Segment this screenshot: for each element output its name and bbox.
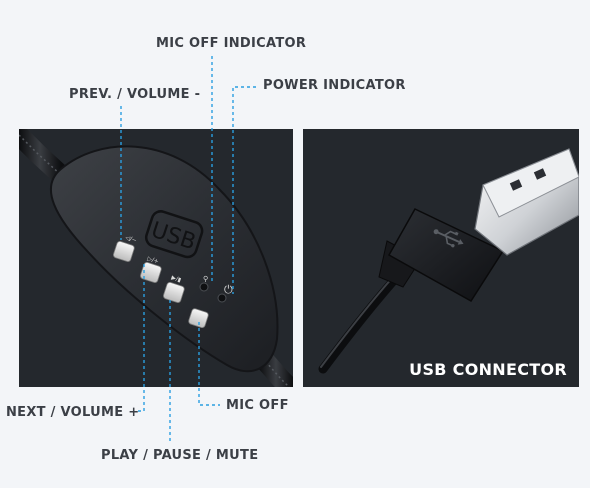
svg-text:▶/▮: ▶/▮ (170, 274, 182, 284)
next-volume-up-label: NEXT / VOLUME + (6, 405, 140, 420)
mic-icon: ⚲ (203, 275, 208, 283)
power-indicator-label: POWER INDICATOR (263, 78, 406, 93)
usb-shell-hole-1 (509, 179, 523, 191)
mic-off-indicator-label: MIC OFF INDICATOR (156, 36, 307, 51)
prev-volume-down-label: PREV. / VOLUME - (69, 87, 201, 102)
leader-next-volume-up (138, 264, 145, 412)
mic-off-indicator-led (199, 282, 209, 292)
prev-volume-down-button[interactable]: ◁/− (113, 234, 138, 262)
usb-cable (318, 274, 400, 374)
control-box-photo: USB ◁/− ▷/+ ▶/▮ ⚲ ⏻ (19, 129, 293, 387)
usb-shell-hole-2 (533, 168, 547, 180)
next-volume-up-button[interactable]: ▷/+ (140, 255, 162, 283)
usb-plug-illustration (318, 148, 579, 374)
power-icon: ⏻ (224, 283, 233, 296)
usb-plug-housing (387, 208, 505, 303)
leader-mic-off (198, 322, 220, 406)
usb-symbol-icon (433, 229, 464, 248)
leader-power-indicator (232, 86, 256, 294)
usb-connector-photo: USB CONNECTOR (303, 129, 579, 387)
control-box-illustration: USB ◁/− ▷/+ ▶/▮ ⚲ ⏻ (19, 129, 293, 387)
control-box-body (50, 145, 279, 373)
mic-off-button[interactable] (188, 308, 209, 329)
svg-text:▷/+: ▷/+ (146, 255, 159, 265)
svg-text:◁/−: ◁/− (124, 234, 137, 244)
play-pause-mute-button[interactable]: ▶/▮ (163, 274, 185, 303)
usb-connector-label: USB CONNECTOR (409, 360, 567, 379)
power-indicator-led (217, 293, 227, 303)
mic-off-label: MIC OFF (226, 398, 289, 413)
play-pause-mute-label: PLAY / PAUSE / MUTE (101, 448, 259, 463)
